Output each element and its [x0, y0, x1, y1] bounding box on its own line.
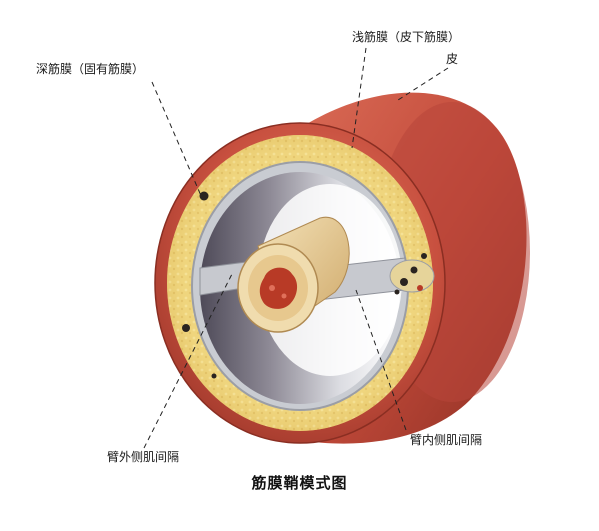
figure-caption: 筋膜鞘模式图	[251, 474, 348, 492]
vessel-lateral-small	[211, 373, 217, 379]
label-superficial-fascia: 浅筋膜（皮下筋膜）	[352, 30, 461, 44]
vessel-small	[394, 289, 400, 295]
leader-skin	[397, 67, 449, 101]
vessel-bundle-sheath	[389, 259, 435, 293]
leader-superficial-fascia	[351, 47, 367, 149]
leader-lateral-septum	[143, 273, 233, 449]
marrow-spot	[281, 293, 287, 299]
bone-marrow	[259, 267, 298, 309]
skin-ring-edge	[154, 122, 446, 444]
vessel-lateral-upper	[199, 191, 209, 201]
artery	[400, 278, 408, 286]
vessel-small	[421, 253, 427, 259]
vein	[410, 266, 418, 274]
marrow-spot	[269, 285, 275, 291]
label-deep-fascia: 深筋膜（固有筋膜）	[36, 62, 145, 76]
vessel-lateral-lower	[182, 324, 190, 332]
label-skin: 皮	[446, 52, 459, 66]
nerve	[417, 285, 423, 291]
leader-deep-fascia	[151, 81, 203, 199]
label-medial-intermuscular-septum: 臂内侧肌间隔	[410, 433, 483, 447]
label-lateral-intermuscular-septum: 臂外侧肌间隔	[107, 450, 180, 464]
leader-medial-septum	[355, 289, 407, 431]
